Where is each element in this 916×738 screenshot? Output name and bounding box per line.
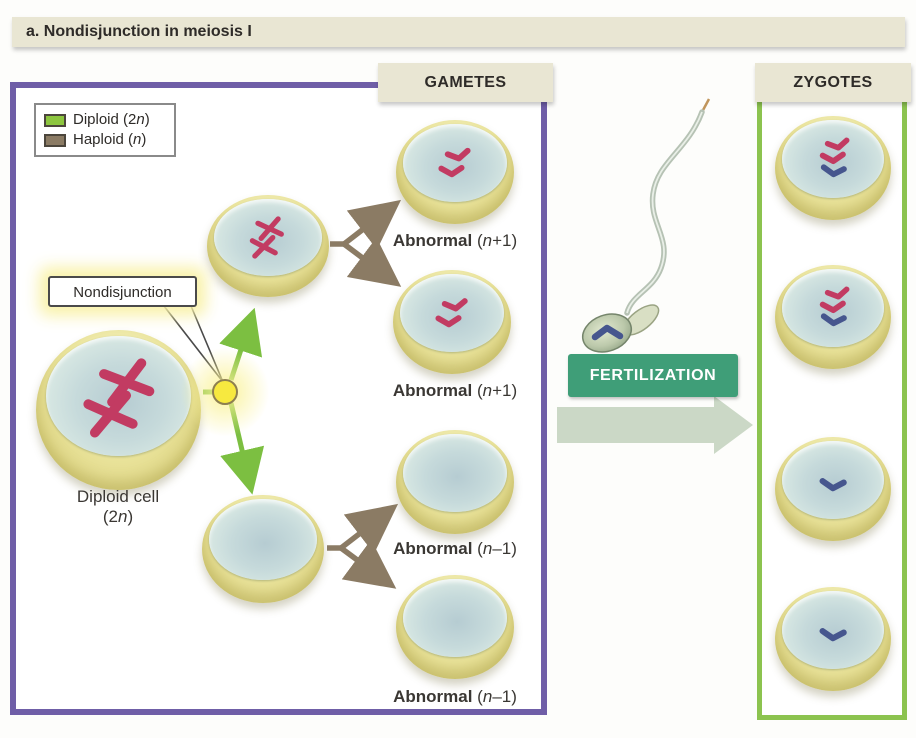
- gamete-label-3: Abnormal (n–1): [393, 539, 517, 558]
- legend-label: Diploid (2n): [73, 111, 150, 128]
- cell-cytoplasm: [209, 498, 317, 581]
- chromosomes: [250, 215, 285, 259]
- zygotes-column-header: ZYGOTES: [755, 63, 911, 102]
- cell-cytoplasm: [403, 123, 507, 203]
- sperm-chromosome: [591, 324, 624, 341]
- gamete-cell-3: [396, 430, 514, 534]
- chromosomes: [819, 286, 850, 326]
- legend: Diploid (2n) Haploid (n): [34, 103, 176, 157]
- meiosis1-cell-bottom: [202, 495, 324, 603]
- gamete-label-1: Abnormal (n+1): [392, 231, 518, 250]
- chromosomes: [435, 297, 468, 327]
- cell-cytoplasm: [781, 590, 885, 670]
- figure-title: a. Nondisjunction in meiosis I: [12, 17, 905, 47]
- gametes-column-header: GAMETES: [378, 63, 553, 102]
- fertilization-banner: FERTILIZATION: [568, 354, 738, 397]
- cell-cytoplasm: [403, 433, 507, 513]
- nondisjunction-point: [212, 379, 238, 405]
- chromosomes: [403, 434, 507, 513]
- chromosomes: [819, 627, 847, 641]
- gamete-cell-4: [396, 575, 514, 679]
- sperm-illustration: [581, 98, 711, 353]
- zygote-cell-3: [775, 437, 891, 541]
- zygote-cell-1: [775, 116, 891, 220]
- nondisjunction-callout: Nondisjunction: [48, 276, 197, 307]
- legend-item-diploid: Diploid (2n): [44, 110, 166, 130]
- cell-cytoplasm: [403, 578, 507, 658]
- chromosomes: [438, 147, 471, 177]
- cell-cytoplasm: [214, 198, 322, 276]
- gamete-cell-1: [396, 120, 514, 224]
- gamete-label-2: Abnormal (n+1): [392, 381, 518, 400]
- cell-cytoplasm: [781, 440, 885, 520]
- sperm-tail-highlight: [626, 111, 703, 314]
- chromosomes: [819, 477, 847, 491]
- sperm-tail: [624, 109, 705, 316]
- meiosis1-cell-top: [207, 195, 329, 297]
- diploid-color-swatch: [44, 113, 66, 127]
- diploid-cell-label: Diploid cell (2n): [76, 487, 160, 526]
- chromosomes: [403, 579, 507, 658]
- diploid-chromosomes: [83, 357, 155, 438]
- haploid-color-swatch: [44, 133, 66, 147]
- chromosomes: [209, 499, 316, 581]
- gamete-cell-2: [393, 270, 511, 374]
- chromosomes: [819, 137, 850, 177]
- legend-item-haploid: Haploid (n): [44, 130, 166, 150]
- cell-cytoplasm: [400, 273, 504, 353]
- fertilization-arrow: [557, 396, 753, 454]
- sperm-head: [581, 313, 633, 353]
- zygote-cell-4: [775, 587, 891, 691]
- zygote-cell-2: [775, 265, 891, 369]
- diploid-cell: [36, 330, 201, 490]
- gamete-label-4: Abnormal (n–1): [393, 687, 517, 706]
- legend-label: Haploid (n): [73, 131, 147, 148]
